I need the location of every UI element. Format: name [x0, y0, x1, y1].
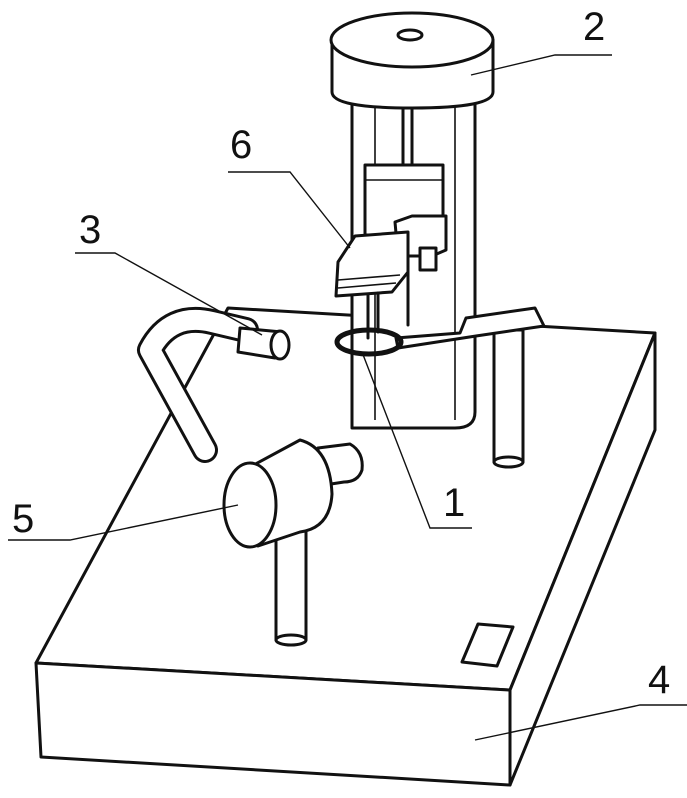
- holder-plates: [334, 230, 410, 298]
- base-slot: [460, 622, 515, 668]
- test-ring: [334, 327, 404, 357]
- vertical-column: [350, 93, 477, 430]
- base-right-face: [508, 331, 657, 787]
- rear-post-foot: [492, 455, 525, 469]
- plate-line-1: [337, 274, 401, 281]
- callout-6: 6: [230, 123, 252, 167]
- camera-lens: [222, 438, 364, 647]
- rear-post-body: [492, 328, 525, 464]
- callout-5: 5: [12, 497, 34, 541]
- camera-post: [274, 528, 308, 642]
- leader-2: [470, 54, 612, 76]
- ring-assembly: [334, 306, 546, 357]
- gas-nozzle: [137, 306, 291, 463]
- callout-leaders: [8, 54, 687, 741]
- callout-3: 3: [79, 208, 101, 252]
- callout-1: 1: [443, 481, 465, 525]
- callout-2: 2: [583, 5, 605, 49]
- holder-neck: [418, 246, 438, 272]
- leader-4: [474, 704, 687, 741]
- top-motor-drum: [329, 11, 495, 110]
- leader-5: [8, 504, 239, 541]
- callout-numbers: 2 6 3 1 5 4: [12, 5, 670, 702]
- callout-4: 4: [648, 658, 670, 702]
- tube-fill: [140, 309, 256, 460]
- drum-center-hole: [396, 28, 424, 42]
- nozzle-tip: [269, 329, 291, 361]
- rear-support-post: [492, 328, 525, 469]
- plate-line-2: [337, 282, 397, 289]
- leader-3: [75, 252, 263, 336]
- sample-holder: [334, 214, 448, 340]
- leader-1: [361, 351, 472, 529]
- base-block: [34, 306, 657, 787]
- leader-6: [228, 171, 351, 249]
- camera-post-foot: [274, 633, 308, 647]
- drive-rod: [401, 106, 414, 172]
- camera-lens-face: [222, 461, 278, 549]
- ring-support-arm: [394, 306, 546, 350]
